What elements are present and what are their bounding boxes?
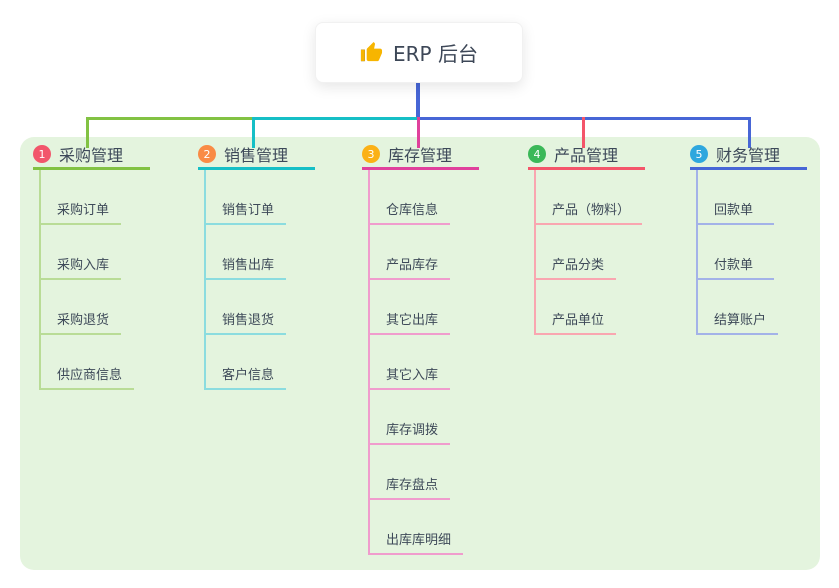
- branch-items: 产品（物料） 产品分类 产品单位: [528, 170, 645, 335]
- branch-items: 采购订单 采购入库 采购退货 供应商信息: [33, 170, 150, 390]
- mindmap-node[interactable]: 客户信息: [204, 335, 287, 390]
- mindmap-node[interactable]: 供应商信息: [39, 335, 135, 390]
- mindmap-node[interactable]: 付款单: [696, 225, 774, 280]
- branch-label: 库存管理: [388, 146, 453, 165]
- branch-number-badge: 5: [690, 145, 708, 163]
- mindmap-node[interactable]: 回款单: [696, 170, 774, 225]
- branch-header-purchase[interactable]: 1 采购管理: [33, 145, 150, 170]
- branch-inventory: 3 库存管理 仓库信息 产品库存 其它出库 其它入库 库存调拨 库存盘点 出库库…: [362, 145, 479, 555]
- mindmap-node[interactable]: 结算账户: [696, 280, 779, 335]
- mindmap-node[interactable]: 采购订单: [39, 170, 122, 225]
- branch-drop-line-1: [86, 117, 89, 148]
- mindmap-node[interactable]: 其它出库: [368, 280, 451, 335]
- branch-drop-line-2: [252, 117, 255, 148]
- branches-panel: [20, 137, 820, 570]
- branch-header-finance[interactable]: 5 财务管理: [690, 145, 807, 170]
- branch-product: 4 产品管理 产品（物料） 产品分类 产品单位: [528, 145, 645, 335]
- branch-header-product[interactable]: 4 产品管理: [528, 145, 645, 170]
- branch-label: 产品管理: [554, 146, 619, 165]
- mindmap-node[interactable]: 销售出库: [204, 225, 287, 280]
- bus-connector-teal: [254, 117, 418, 120]
- root-connector-line: [416, 83, 420, 118]
- branch-drop-line-3: [417, 117, 420, 148]
- root-title: ERP 后台: [393, 42, 478, 66]
- bus-connector-green: [86, 117, 254, 120]
- mindmap-node[interactable]: 销售订单: [204, 170, 287, 225]
- branch-label: 采购管理: [59, 146, 124, 165]
- branch-number-badge: 3: [362, 145, 380, 163]
- mindmap-node[interactable]: 出库库明细: [368, 500, 464, 555]
- branch-items: 仓库信息 产品库存 其它出库 其它入库 库存调拨 库存盘点 出库库明细: [362, 170, 479, 555]
- mindmap-node[interactable]: 产品单位: [534, 280, 617, 335]
- branch-sales: 2 销售管理 销售订单 销售出库 销售退货 客户信息: [198, 145, 315, 390]
- branch-purchase: 1 采购管理 采购订单 采购入库 采购退货 供应商信息: [33, 145, 150, 390]
- mindmap-node[interactable]: 采购退货: [39, 280, 122, 335]
- branch-items: 回款单 付款单 结算账户: [690, 170, 807, 335]
- branch-drop-line-4: [582, 117, 585, 148]
- mindmap-node[interactable]: 销售退货: [204, 280, 287, 335]
- mindmap-node[interactable]: 产品库存: [368, 225, 451, 280]
- mindmap-node[interactable]: 仓库信息: [368, 170, 451, 225]
- branch-number-badge: 1: [33, 145, 51, 163]
- mindmap-node[interactable]: 产品（物料）: [534, 170, 643, 225]
- mindmap-node[interactable]: 其它入库: [368, 335, 451, 390]
- mindmap-node[interactable]: 库存调拨: [368, 390, 451, 445]
- branch-label: 财务管理: [716, 146, 781, 165]
- branch-drop-line-5: [748, 117, 751, 148]
- branch-header-sales[interactable]: 2 销售管理: [198, 145, 315, 170]
- mindmap-node[interactable]: 采购入库: [39, 225, 122, 280]
- branch-label: 销售管理: [224, 146, 289, 165]
- branch-finance: 5 财务管理 回款单 付款单 结算账户: [690, 145, 807, 335]
- branch-items: 销售订单 销售出库 销售退货 客户信息: [198, 170, 315, 390]
- root-node[interactable]: ERP 后台: [315, 22, 523, 83]
- mindmap-node[interactable]: 库存盘点: [368, 445, 451, 500]
- thumbs-up-icon: [360, 41, 383, 62]
- branch-number-badge: 4: [528, 145, 546, 163]
- branch-header-inventory[interactable]: 3 库存管理: [362, 145, 479, 170]
- mindmap-node[interactable]: 产品分类: [534, 225, 617, 280]
- branch-number-badge: 2: [198, 145, 216, 163]
